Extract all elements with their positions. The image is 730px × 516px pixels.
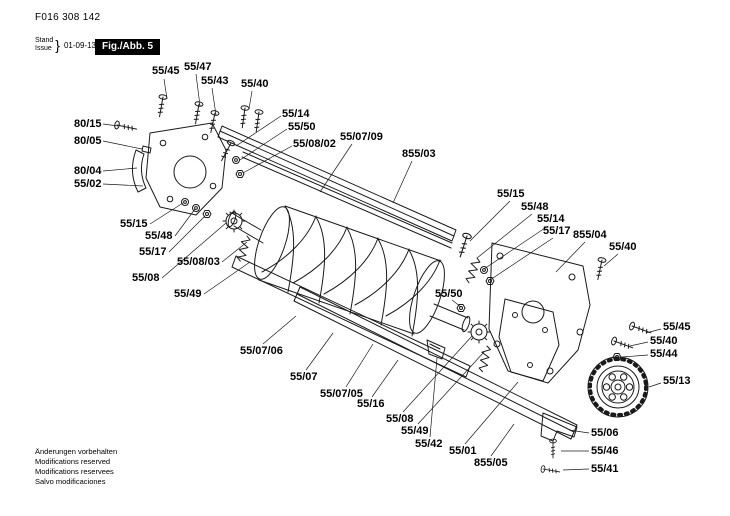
- inner-plate-drawing: [498, 298, 560, 382]
- callout-55-44: 55/44: [650, 348, 678, 360]
- callout-55-13: 55/13: [663, 375, 691, 387]
- callout-55-14-upper: 55/14: [282, 108, 310, 120]
- callout-55-46: 55/46: [591, 445, 619, 457]
- callout-55-40-top: 55/40: [241, 78, 269, 90]
- legal-footnote: Änderungen vorbehalten Modifications res…: [35, 447, 117, 487]
- callout-55-08-02: 55/08/02: [293, 138, 336, 150]
- upper-bar-drawing: [217, 125, 457, 242]
- footnote-line-en: Modifications reserved: [35, 457, 111, 466]
- bottom-screws-drawing: [540, 438, 561, 476]
- callout-55-45-right: 55/45: [663, 321, 691, 333]
- callout-55-17-left: 55/17: [139, 246, 167, 258]
- callout-55-40-right: 55/40: [650, 335, 678, 347]
- right-screws-drawing: [593, 256, 653, 361]
- brace-glyph: }: [55, 37, 60, 53]
- figure-label: Fig./Abb. 5: [95, 39, 161, 55]
- stand-label: Stand: [35, 37, 54, 44]
- callout-55-02: 55/02: [74, 178, 102, 190]
- callout-855-05: 855/05: [474, 457, 508, 469]
- callout-80-05: 80/05: [74, 135, 102, 147]
- callout-55-07-09: 55/07/09: [340, 131, 383, 143]
- footnote-line-fr: Modifications reservees: [35, 467, 114, 476]
- callout-55-49-bottom: 55/49: [401, 425, 429, 437]
- wheel-drawing: [587, 356, 649, 418]
- callout-55-50-right: 55/50: [435, 288, 463, 300]
- callout-55-43: 55/43: [201, 75, 229, 87]
- callout-55-08-left: 55/08: [132, 272, 160, 284]
- callout-55-07: 55/07: [290, 371, 318, 383]
- callout-55-50-upper: 55/50: [288, 121, 316, 133]
- footnote-line-es: Salvo modificaciones: [35, 477, 106, 486]
- callout-55-47: 55/47: [184, 61, 212, 73]
- issue-label: Issue: [35, 45, 52, 52]
- reel-shaft-rod-drawing: [241, 151, 453, 249]
- callout-55-08-03: 55/08/03: [177, 256, 220, 268]
- part-number: F016 308 142: [35, 12, 101, 23]
- callout-55-17-right: 55/17: [543, 225, 571, 237]
- callout-55-07-05: 55/07/05: [320, 388, 363, 400]
- callout-55-08-bottom: 55/08: [386, 413, 414, 425]
- callout-55-14-right: 55/14: [537, 213, 565, 225]
- callout-55-15-right: 55/15: [497, 188, 525, 200]
- callout-55-15-left: 55/15: [120, 218, 148, 230]
- revision-block: Stand Issue } 01-09-13: [35, 37, 96, 53]
- callout-55-01: 55/01: [449, 445, 477, 457]
- revision-date: 01-09-13: [63, 40, 97, 50]
- callout-55-16: 55/16: [357, 398, 385, 410]
- footnote-line-de: Änderungen vorbehalten: [35, 447, 118, 456]
- callout-80-15: 80/15: [74, 118, 102, 130]
- callout-55-45-top: 55/45: [152, 65, 180, 77]
- callout-55-48-right: 55/48: [521, 201, 549, 213]
- left-side-plate-drawing: [145, 122, 227, 216]
- small-bracket-drawing: [426, 339, 446, 360]
- channel-bracket-drawing: [540, 412, 578, 442]
- callout-855-03: 855/03: [402, 148, 436, 160]
- top-screws-drawing: [113, 93, 264, 134]
- callout-55-49-left: 55/49: [174, 288, 202, 300]
- callout-55-41: 55/41: [591, 463, 619, 475]
- callout-55-07-06: 55/07/06: [240, 345, 283, 357]
- blade-bar-drawing: [231, 255, 471, 378]
- callout-55-48-left: 55/48: [145, 230, 173, 242]
- callout-55-42: 55/42: [415, 438, 443, 450]
- callout-80-04: 80/04: [74, 165, 102, 177]
- callout-855-04: 855/04: [573, 229, 607, 241]
- right-side-plate-drawing: [488, 242, 591, 384]
- upper-fastener-cluster-drawing: [217, 138, 245, 178]
- lower-bar-drawing: [293, 286, 578, 440]
- reel-cylinder-drawing: [227, 205, 471, 337]
- callout-55-06: 55/06: [591, 427, 619, 439]
- left-bracket-drawing: [132, 145, 152, 193]
- callout-55-40-upper-right: 55/40: [609, 241, 637, 253]
- right-fastener-cluster-drawing: [455, 231, 495, 373]
